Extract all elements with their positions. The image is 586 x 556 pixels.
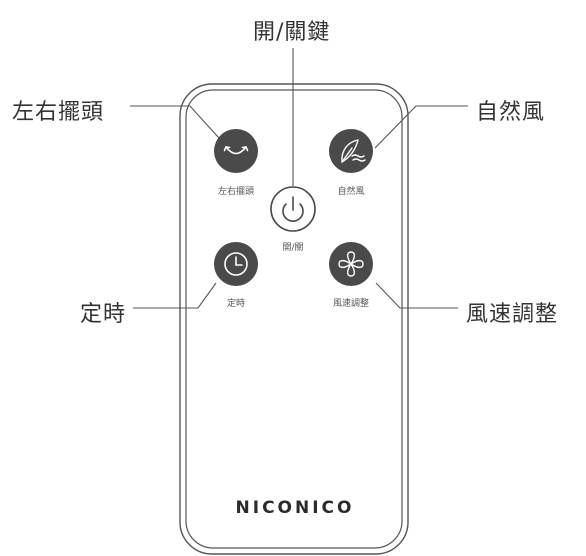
brand-logo: NICONICO	[235, 498, 355, 518]
speed-button-label: 風速調整	[332, 299, 369, 309]
leader-timer	[133, 282, 217, 309]
remote-outer-outline	[179, 83, 409, 555]
callout-swing: 左右擺頭	[12, 100, 105, 125]
natural-button-label: 自然風	[337, 187, 365, 197]
leaf-wind-icon	[341, 139, 366, 163]
leader-natural	[374, 105, 468, 149]
swing-arrow-icon	[223, 146, 249, 155]
swing-button[interactable]	[214, 129, 258, 173]
swing-button-label: 左右擺頭	[217, 187, 254, 197]
power-button-label: 開/關	[282, 243, 304, 253]
remote-inner-outline	[185, 89, 403, 549]
callout-natural: 自然風	[476, 100, 546, 125]
callout-speed: 風速調整	[466, 302, 559, 327]
fan-icon	[338, 251, 364, 277]
callout-timer: 定時	[80, 302, 127, 327]
callout-power: 開/關鍵	[253, 20, 331, 45]
timer-button-label: 定時	[226, 299, 245, 309]
power-button[interactable]	[270, 186, 316, 232]
leader-speed	[375, 282, 458, 309]
power-icon	[282, 196, 304, 222]
clock-icon	[224, 252, 248, 276]
natural-wind-button[interactable]	[329, 129, 373, 173]
timer-button[interactable]	[214, 242, 258, 286]
leader-swing	[130, 105, 229, 149]
fan-speed-button[interactable]	[329, 242, 373, 286]
